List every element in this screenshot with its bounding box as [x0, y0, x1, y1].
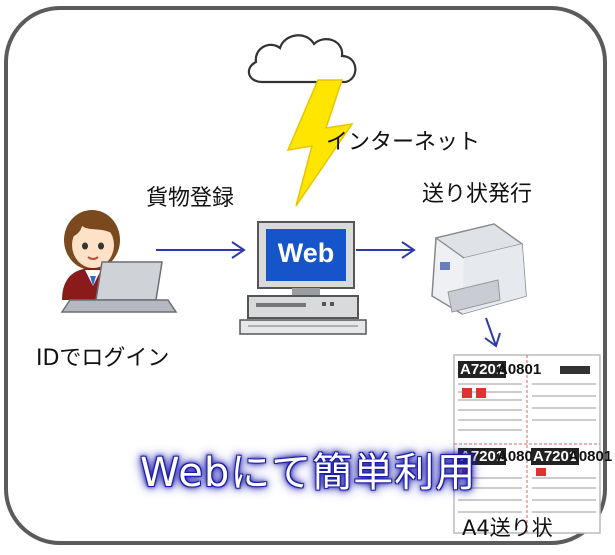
- waybill-code-bottom-left-light: A0801: [497, 448, 542, 465]
- waybill-sheet-icon: [453, 354, 601, 534]
- waybill-code-bottom-right-dark: A7201: [531, 448, 580, 465]
- waybill-code-bottom-left-dark: A7201: [458, 448, 507, 465]
- printer-icon: [431, 223, 527, 315]
- web-screen-label: Web: [277, 238, 335, 268]
- waybill-code-bottom-right-light: A0801: [568, 448, 613, 465]
- arrow-printer-to-waybill: [484, 317, 501, 348]
- cargo-registration-label: 貨物登録: [146, 186, 235, 211]
- arrow-login-to-web: [156, 241, 246, 259]
- cloud-icon: [247, 34, 357, 84]
- arrow-web-to-printer: [356, 241, 416, 259]
- user-laptop-icon: [60, 210, 178, 313]
- waybill-issue-label: 送り状発行: [422, 182, 533, 207]
- internet-label: インターネット: [326, 130, 481, 155]
- waybill-code-top-left-light: A0801: [497, 361, 542, 378]
- a4-waybill-label: A4送り状: [462, 516, 553, 540]
- headline: Webにて簡単利用: [140, 450, 477, 496]
- lightning-icon: [286, 79, 354, 207]
- computer-icon: [239, 221, 367, 335]
- waybill-code-top-left-dark: A7201: [458, 361, 507, 378]
- login-label: IDでログイン: [36, 346, 170, 371]
